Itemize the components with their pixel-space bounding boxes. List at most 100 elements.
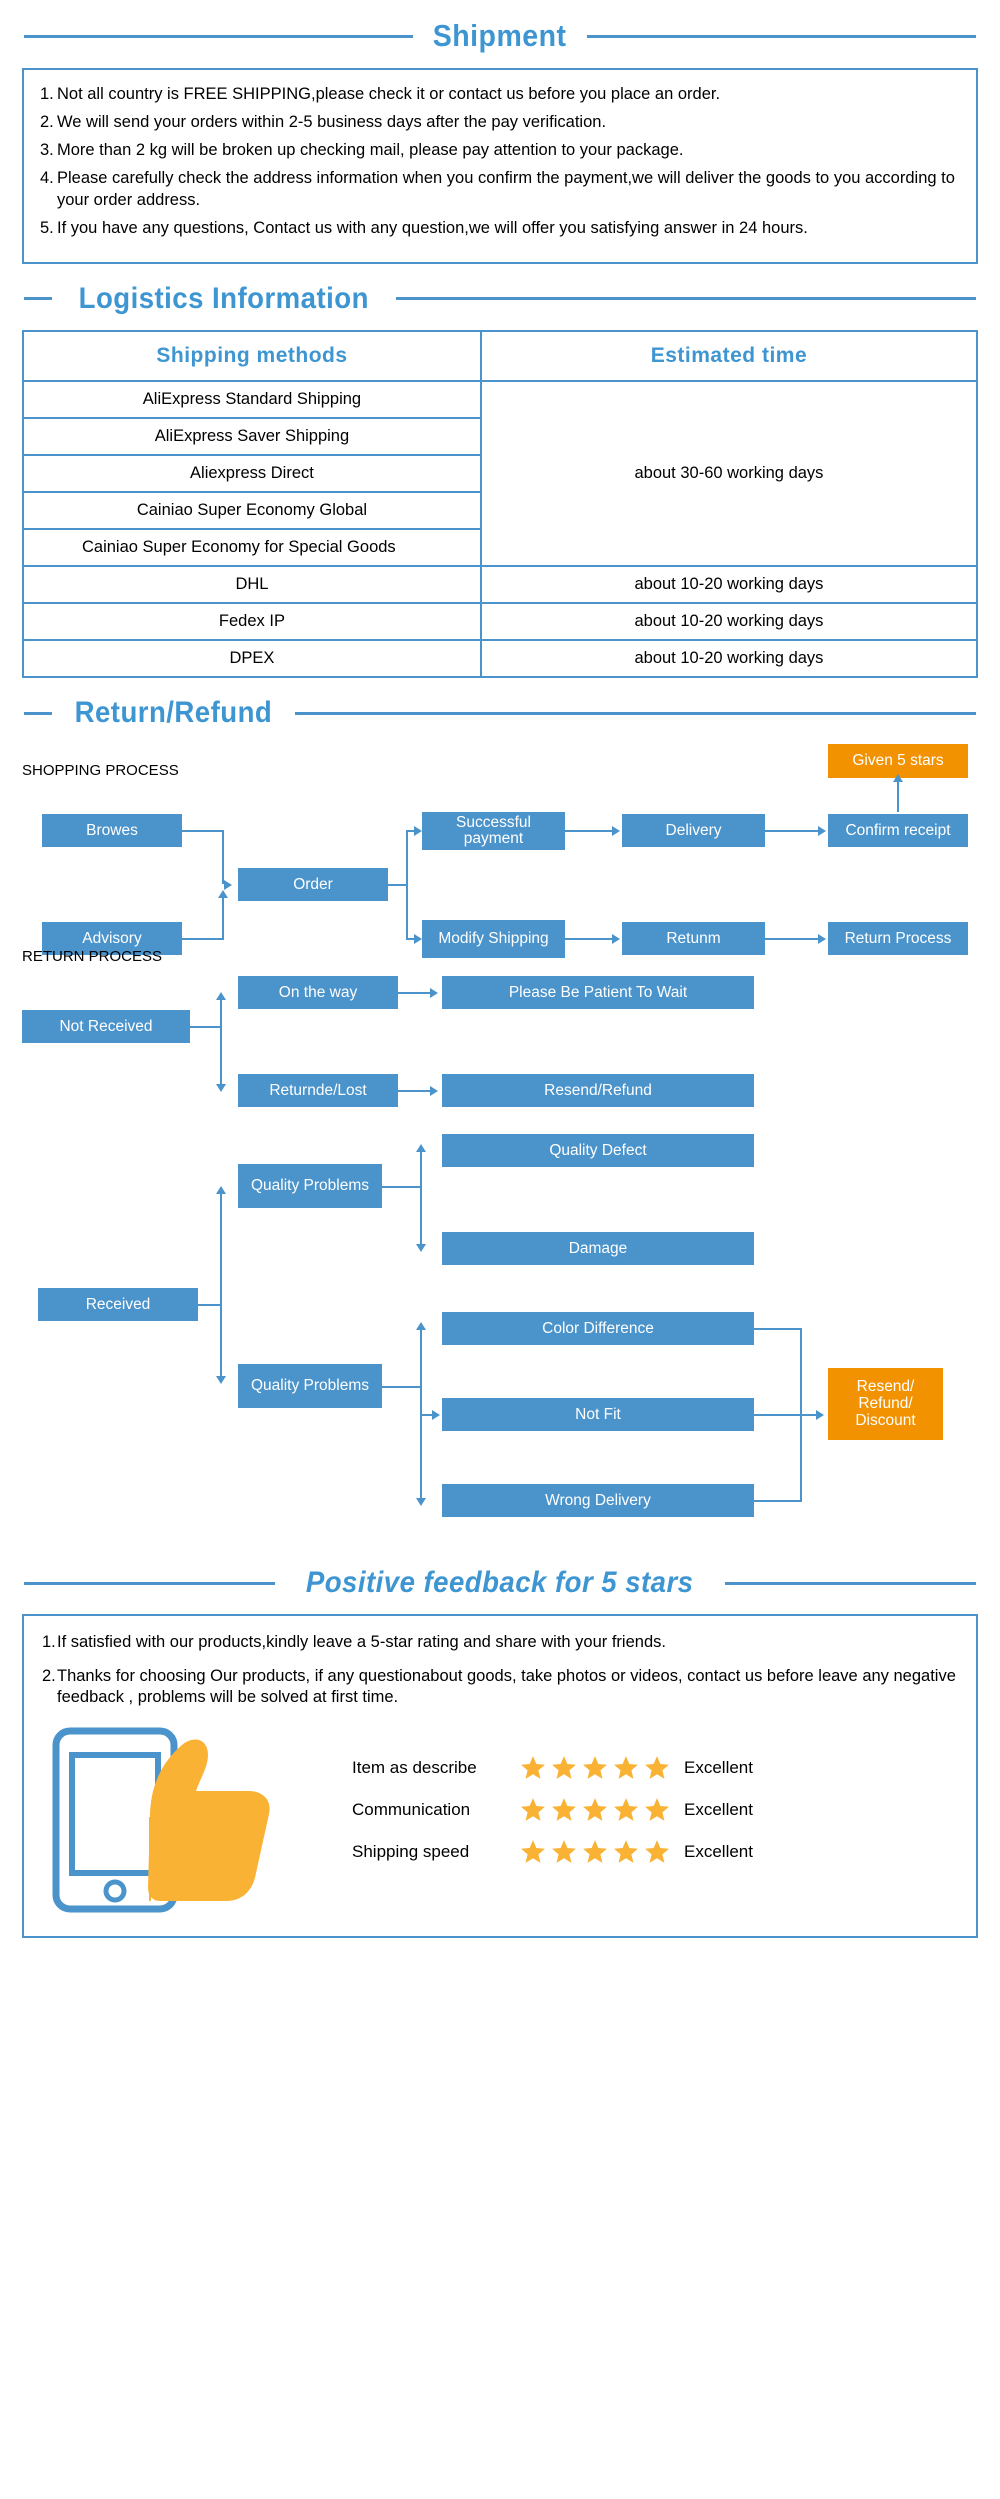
item-text: If satisfied with our products,kindly le… [57,1633,666,1652]
list-item: 1. If satisfied with our products,kindly… [42,1632,958,1653]
arrow-icon [414,826,422,837]
shipment-box: 1.Not all country is FREE SHIPPING,pleas… [22,68,978,264]
flow-node-wrong-delivery: Wrong Delivery [442,1484,754,1518]
flow-node-damage: Damage [442,1232,754,1266]
cell-time-grouped: about 30-60 working days [479,379,979,568]
item-text: Please carefully check the address infor… [57,168,955,209]
table-row: DHL about 10-20 working days [22,565,979,605]
arrow-icon [218,890,228,899]
flow-node-color-difference: Color Difference [442,1312,754,1346]
arrow-icon [818,826,826,837]
rating-value: Excellent [684,1800,753,1820]
rating-label: Item as describe [352,1758,477,1778]
connector [754,1414,818,1417]
table-row: Aliexpress Direct [22,453,977,493]
cell-method: Aliexpress Direct [22,453,482,493]
return-process-label: RETURN PROCESS [22,948,163,966]
shipment-heading: Shipment [24,18,977,54]
star-icon [521,1756,545,1780]
cell-time: about 10-20 working days [479,565,979,605]
table-row: DPEX about 10-20 working days [22,639,979,679]
item-number: 3. [40,140,54,159]
connector [382,1186,422,1189]
cell-time: about 10-20 working days [479,639,979,679]
connector [182,830,222,833]
arrow-icon [416,1498,426,1507]
logistics-title: Logistics Information [78,281,369,315]
arrow-icon [416,1244,426,1253]
item-number: 4. [40,168,54,187]
connector [420,1414,436,1417]
connector [222,830,224,885]
cell-time: about 10-20 working days [479,602,979,642]
cell-method: DHL [22,565,482,605]
rating-label: Communication [352,1800,471,1820]
table-row: AliExpress Standard Shipping about 30-60… [22,379,979,568]
connector [420,1186,422,1249]
flow-node-on-the-way: On the way [238,976,398,1010]
heading-rule-right [724,1581,977,1585]
shopping-process-label: SHOPPING PROCESS [22,762,179,780]
arrow-icon [216,1084,226,1093]
arrow-icon [816,1410,824,1421]
item-text: Not all country is FREE SHIPPING,please … [57,85,721,103]
flow-node-received: Received [38,1288,198,1322]
arrow-icon [432,1410,440,1421]
star-icon [614,1756,638,1780]
connector [406,830,420,833]
item-number: 5. [40,218,54,237]
table-row: Fedex IP about 10-20 working days [22,602,979,642]
flow-node-quality-problems-1: Quality Problems [238,1164,382,1209]
connector [565,938,613,941]
list-item: 1.Not all country is FREE SHIPPING,pleas… [40,84,960,106]
return-process-flow: RETURN PROCESS Not Received On the way P… [22,948,978,1548]
connector [420,1150,422,1189]
star-rating [520,1839,670,1865]
star-rating [520,1797,670,1823]
connector [897,780,899,813]
feedback-heading: Positive feedback for 5 stars [24,1566,977,1600]
star-icon [645,1840,669,1864]
connector [222,896,224,941]
rating-label: Shipping speed [352,1842,470,1862]
logistics-heading: Logistics Information [24,282,976,316]
connector [765,938,819,941]
connector [754,1328,802,1331]
heading-rule-right [395,297,976,301]
star-rating [520,1755,670,1781]
arrow-icon [216,992,226,1001]
rating-row: Communication Excellent [352,1797,958,1823]
flow-node-not-fit: Not Fit [442,1398,754,1432]
item-number: 2. [40,112,54,131]
heading-rule-left [24,711,52,715]
star-icon [521,1840,545,1864]
flow-node-resend-refund: Resend/Refund [442,1074,754,1108]
table-row: AliExpress Saver Shipping [22,416,977,456]
flow-node-not-received: Not Received [22,1010,190,1044]
feedback-title: Positive feedback for 5 stars [306,1566,694,1600]
flow-node-given-5-stars: Given 5 stars [828,744,968,779]
feedback-illustration-row: Item as describe Excellent Communication [42,1721,958,1916]
connector [406,938,420,941]
arrow-icon [430,988,438,999]
star-icon [645,1756,669,1780]
connector [220,1026,222,1089]
heading-rule-left [24,297,52,301]
arrow-icon [612,934,620,945]
connector [220,1304,222,1381]
logistics-table: Shipping methods Estimated time AliExpre… [22,329,979,679]
flow-node-please-be-patient: Please Be Patient To Wait [442,976,754,1010]
star-icon [645,1798,669,1822]
flow-node-quality-problems-2: Quality Problems [238,1364,382,1409]
cell-method: Cainiao Super Economy for Special Goods [22,527,482,568]
heading-rule-left [24,1581,276,1585]
shipment-title: Shipment [433,18,567,53]
flow-node-retunm: Retunm [622,922,765,956]
flow-node-return-process: Return Process [828,922,968,956]
list-item: 2. Thanks for choosing Our products, if … [42,1666,958,1709]
arrow-icon [612,826,620,837]
connector [420,1386,422,1503]
item-number: 1. [40,85,54,103]
connector [406,830,408,887]
item-text: Thanks for choosing Our products, if any… [57,1666,956,1707]
